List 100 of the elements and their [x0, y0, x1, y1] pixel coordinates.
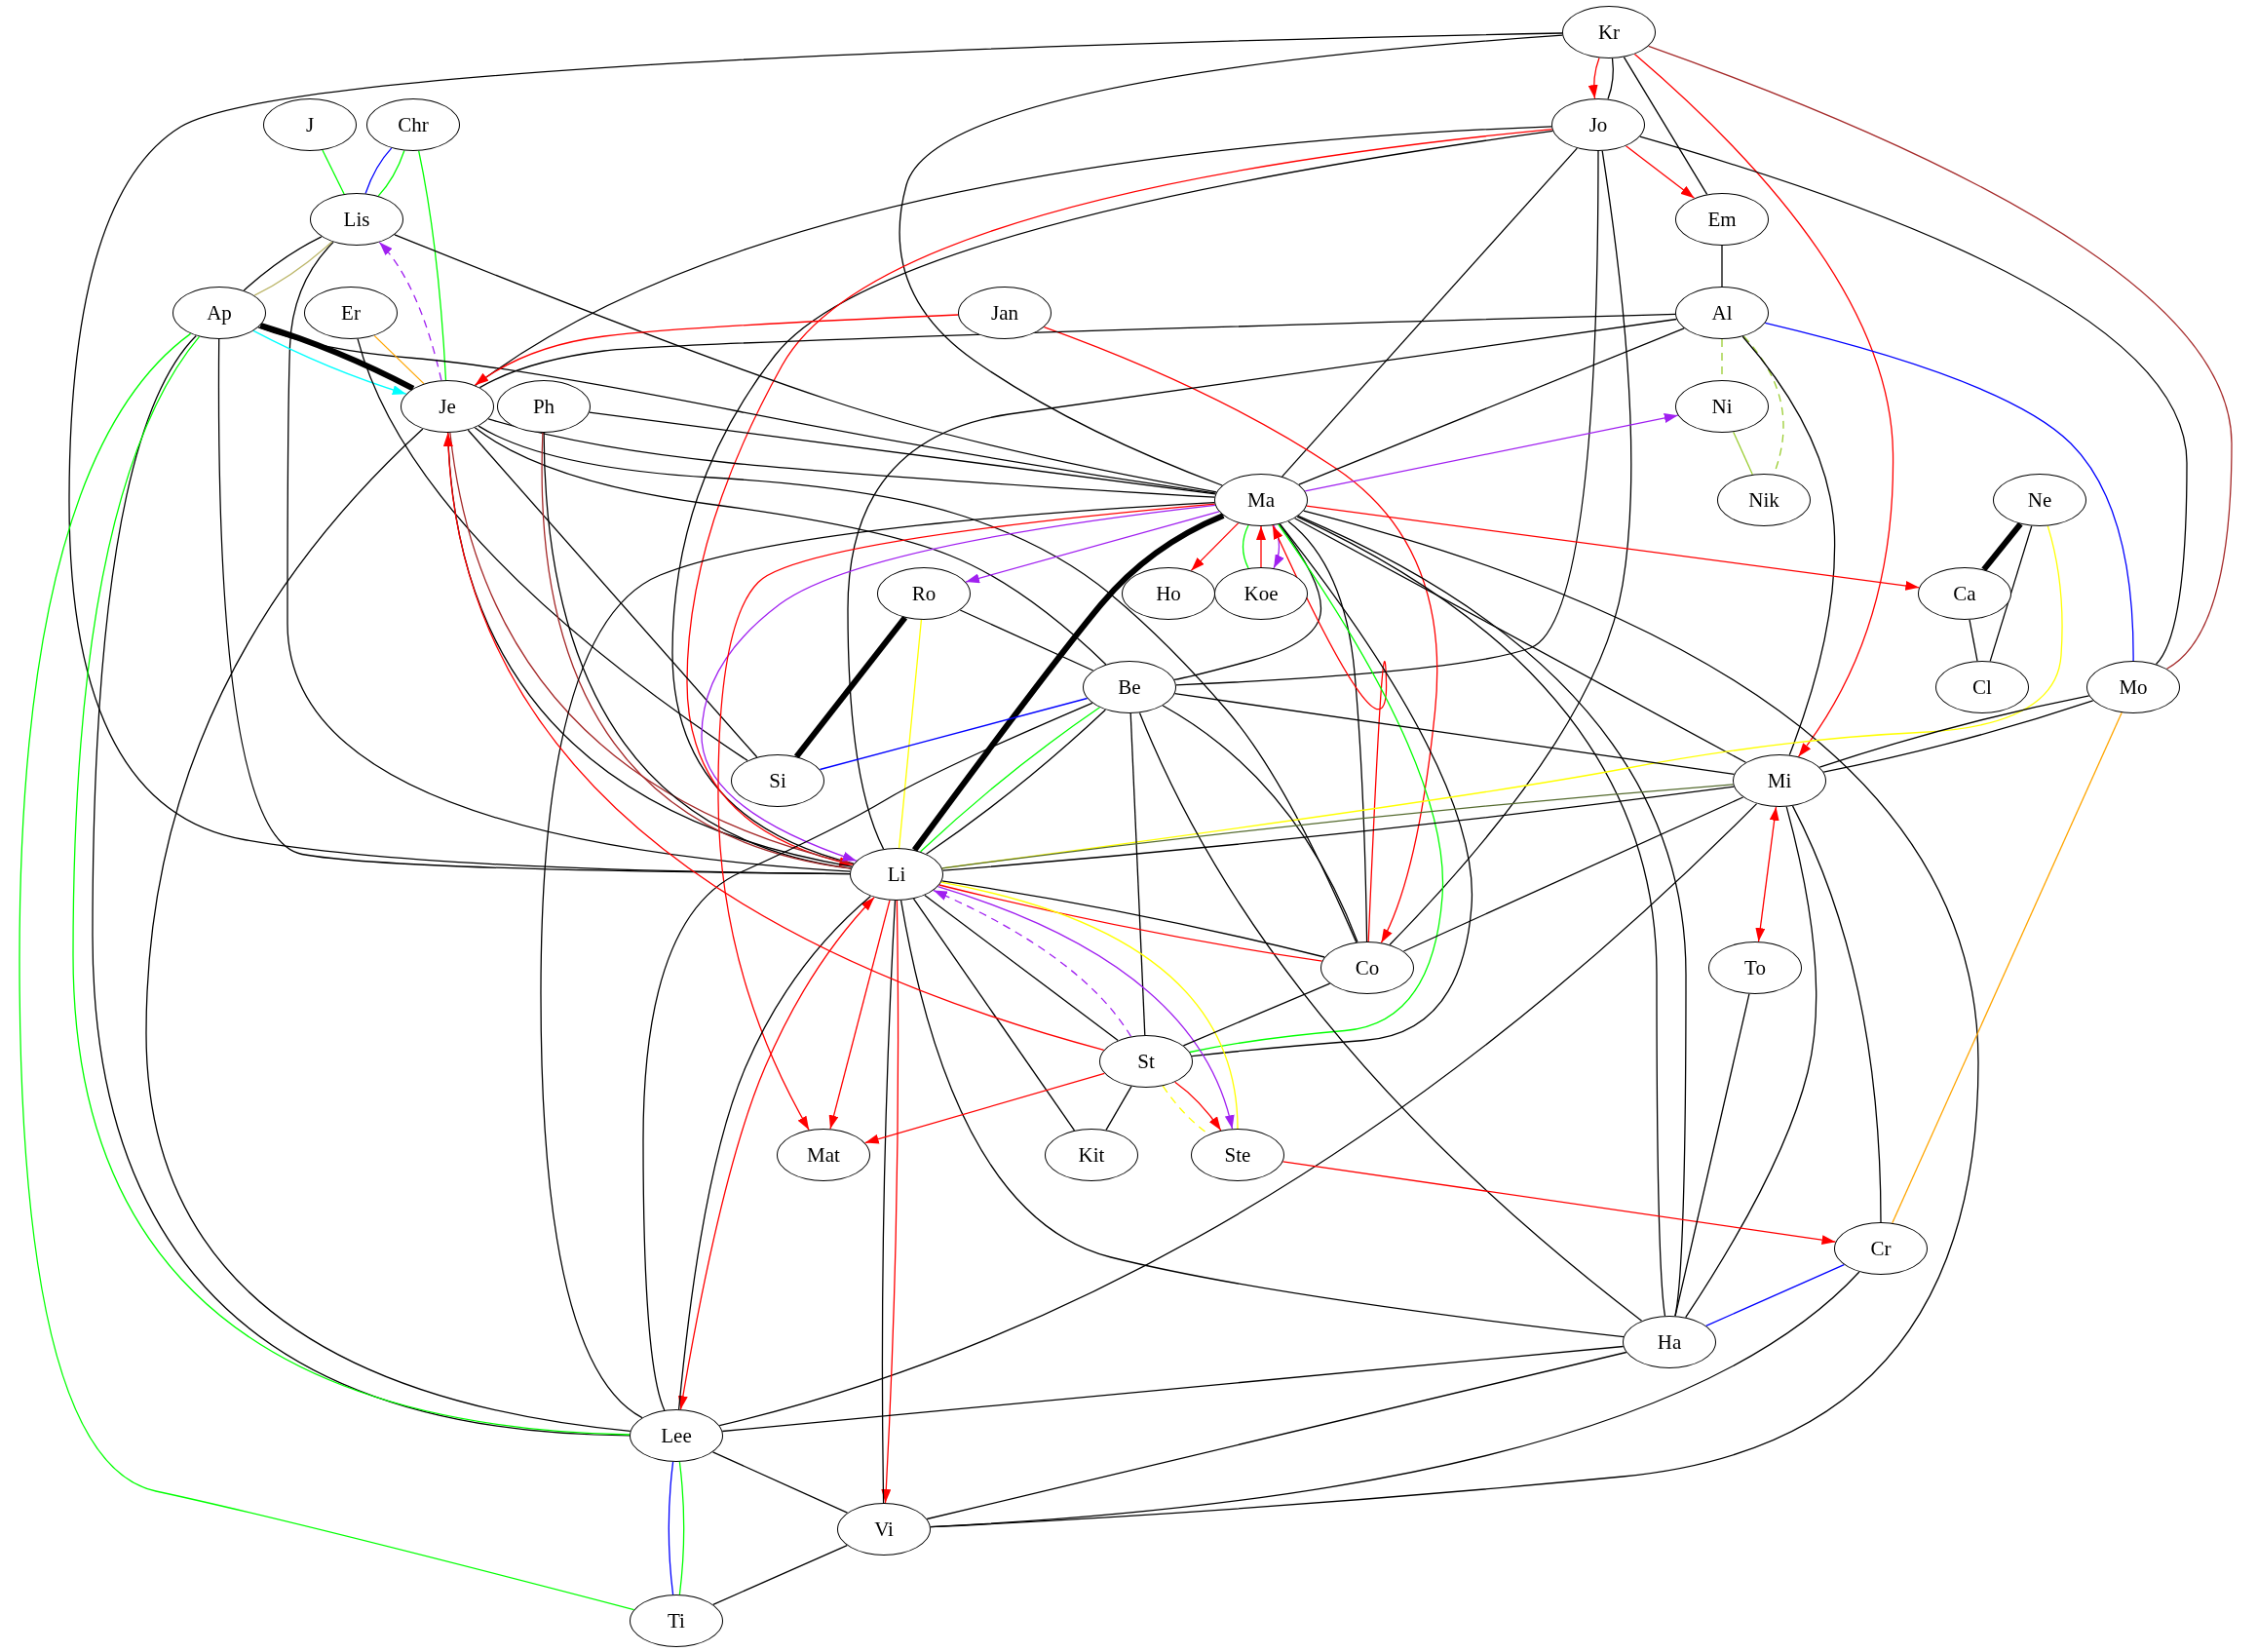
connector-line [1282, 147, 1578, 478]
connector-line [357, 338, 748, 762]
connector-line [1705, 1264, 1845, 1326]
node-label: Vi [874, 1517, 894, 1542]
name-ellipse [958, 287, 1052, 339]
connector-line [959, 609, 1094, 672]
node-label: Kr [1597, 19, 1621, 45]
connector-line [257, 327, 1217, 494]
connector-line [1607, 58, 1614, 100]
name-ellipse [1623, 1316, 1716, 1368]
connector-line [1733, 431, 1753, 476]
arrow [1043, 326, 1438, 943]
name-ellipse [777, 1129, 870, 1181]
node-label: Ha [1657, 1329, 1682, 1355]
connector-line [217, 338, 851, 875]
connector-line [467, 429, 758, 758]
name-ellipse [1099, 1035, 1193, 1088]
arrow [717, 503, 1216, 1131]
connector-line [1129, 712, 1146, 1036]
connector-line [377, 149, 405, 197]
node-label: Cr [1870, 1236, 1892, 1261]
connector-line [478, 313, 1676, 389]
node-label: Cl [1972, 674, 1992, 700]
connector-line [364, 147, 393, 195]
name-ellipse [850, 848, 943, 901]
connector-line [540, 501, 1215, 1419]
node-label: Lee [661, 1423, 692, 1448]
name-ellipse [1214, 474, 1308, 526]
node-label: Al [1711, 300, 1733, 326]
node-label: Be [1118, 674, 1141, 700]
node-label: Ti [668, 1608, 685, 1633]
connector-line [1791, 805, 1882, 1223]
name-ellipse [1733, 754, 1826, 807]
connector-line [1892, 711, 2123, 1224]
connector-line [1741, 335, 1836, 756]
connector-line [847, 318, 1678, 850]
connector-line [68, 32, 1563, 875]
name-ellipse [172, 287, 266, 339]
node-label: To [1744, 955, 1766, 980]
node-label: Ste [1224, 1142, 1251, 1168]
connector-line [1173, 693, 1736, 775]
connector-line [1162, 705, 1358, 943]
node-label: Mo [2119, 674, 2148, 700]
connector-line [721, 1345, 1625, 1433]
node-label: Ph [532, 394, 555, 419]
name-ellipse [630, 1594, 723, 1647]
connector-line [418, 150, 447, 381]
connector-line [1721, 245, 1723, 288]
connector-line [1389, 150, 1632, 945]
name-ellipse [1935, 661, 2029, 713]
node-label: Jo [1588, 112, 1608, 137]
node-label: Mat [807, 1142, 840, 1168]
arrow [828, 900, 891, 1130]
connector-line [1674, 993, 1750, 1317]
name-ellipse [1551, 98, 1645, 151]
node-label: Jan [991, 300, 1018, 326]
node-label: Ni [1711, 394, 1733, 419]
node-label: Er [341, 300, 361, 326]
arrow [1625, 145, 1696, 199]
node-label: Chr [398, 112, 429, 137]
connector-line [899, 34, 1563, 486]
node-label: Ne [2027, 487, 2052, 513]
connector-line [1969, 619, 1978, 662]
arrow [474, 314, 959, 386]
node-label: Ap [207, 300, 232, 326]
connector-line [1298, 327, 1685, 485]
connector-line [253, 241, 333, 296]
arrow [701, 504, 1216, 862]
node-label: J [305, 112, 315, 137]
node-label: Nik [1748, 487, 1779, 513]
arrow [378, 241, 442, 381]
arrow [252, 329, 407, 395]
node-label: Kit [1078, 1142, 1105, 1168]
name-ellipse [1320, 941, 1414, 994]
node-label: St [1137, 1049, 1155, 1074]
node-label: Ho [1156, 581, 1181, 606]
connector-line [924, 894, 1119, 1042]
connector-line [474, 427, 1107, 666]
connector-line [899, 900, 1625, 1338]
name-ellipse [731, 754, 824, 807]
name-ellipse [304, 287, 398, 339]
connector-line [678, 1461, 685, 1595]
connector-line [243, 236, 323, 291]
arrow [1282, 1161, 1837, 1246]
name-ellipse [1675, 287, 1769, 339]
node-label: Li [887, 862, 906, 887]
connector-line [322, 149, 345, 195]
node-label: Em [1707, 207, 1737, 232]
connector-line [589, 411, 1216, 495]
name-ellipse [310, 193, 403, 246]
name-ellipse [837, 1503, 931, 1556]
connector-line [1138, 711, 1643, 1322]
connector-line [1242, 524, 1249, 569]
name-ellipse [401, 380, 494, 433]
arrow [1304, 413, 1679, 492]
arrow [965, 511, 1220, 584]
connector-line [930, 1271, 1860, 1528]
node-label: Koe [1243, 581, 1279, 606]
connector-line [898, 619, 923, 849]
node-label: Je [439, 394, 456, 419]
